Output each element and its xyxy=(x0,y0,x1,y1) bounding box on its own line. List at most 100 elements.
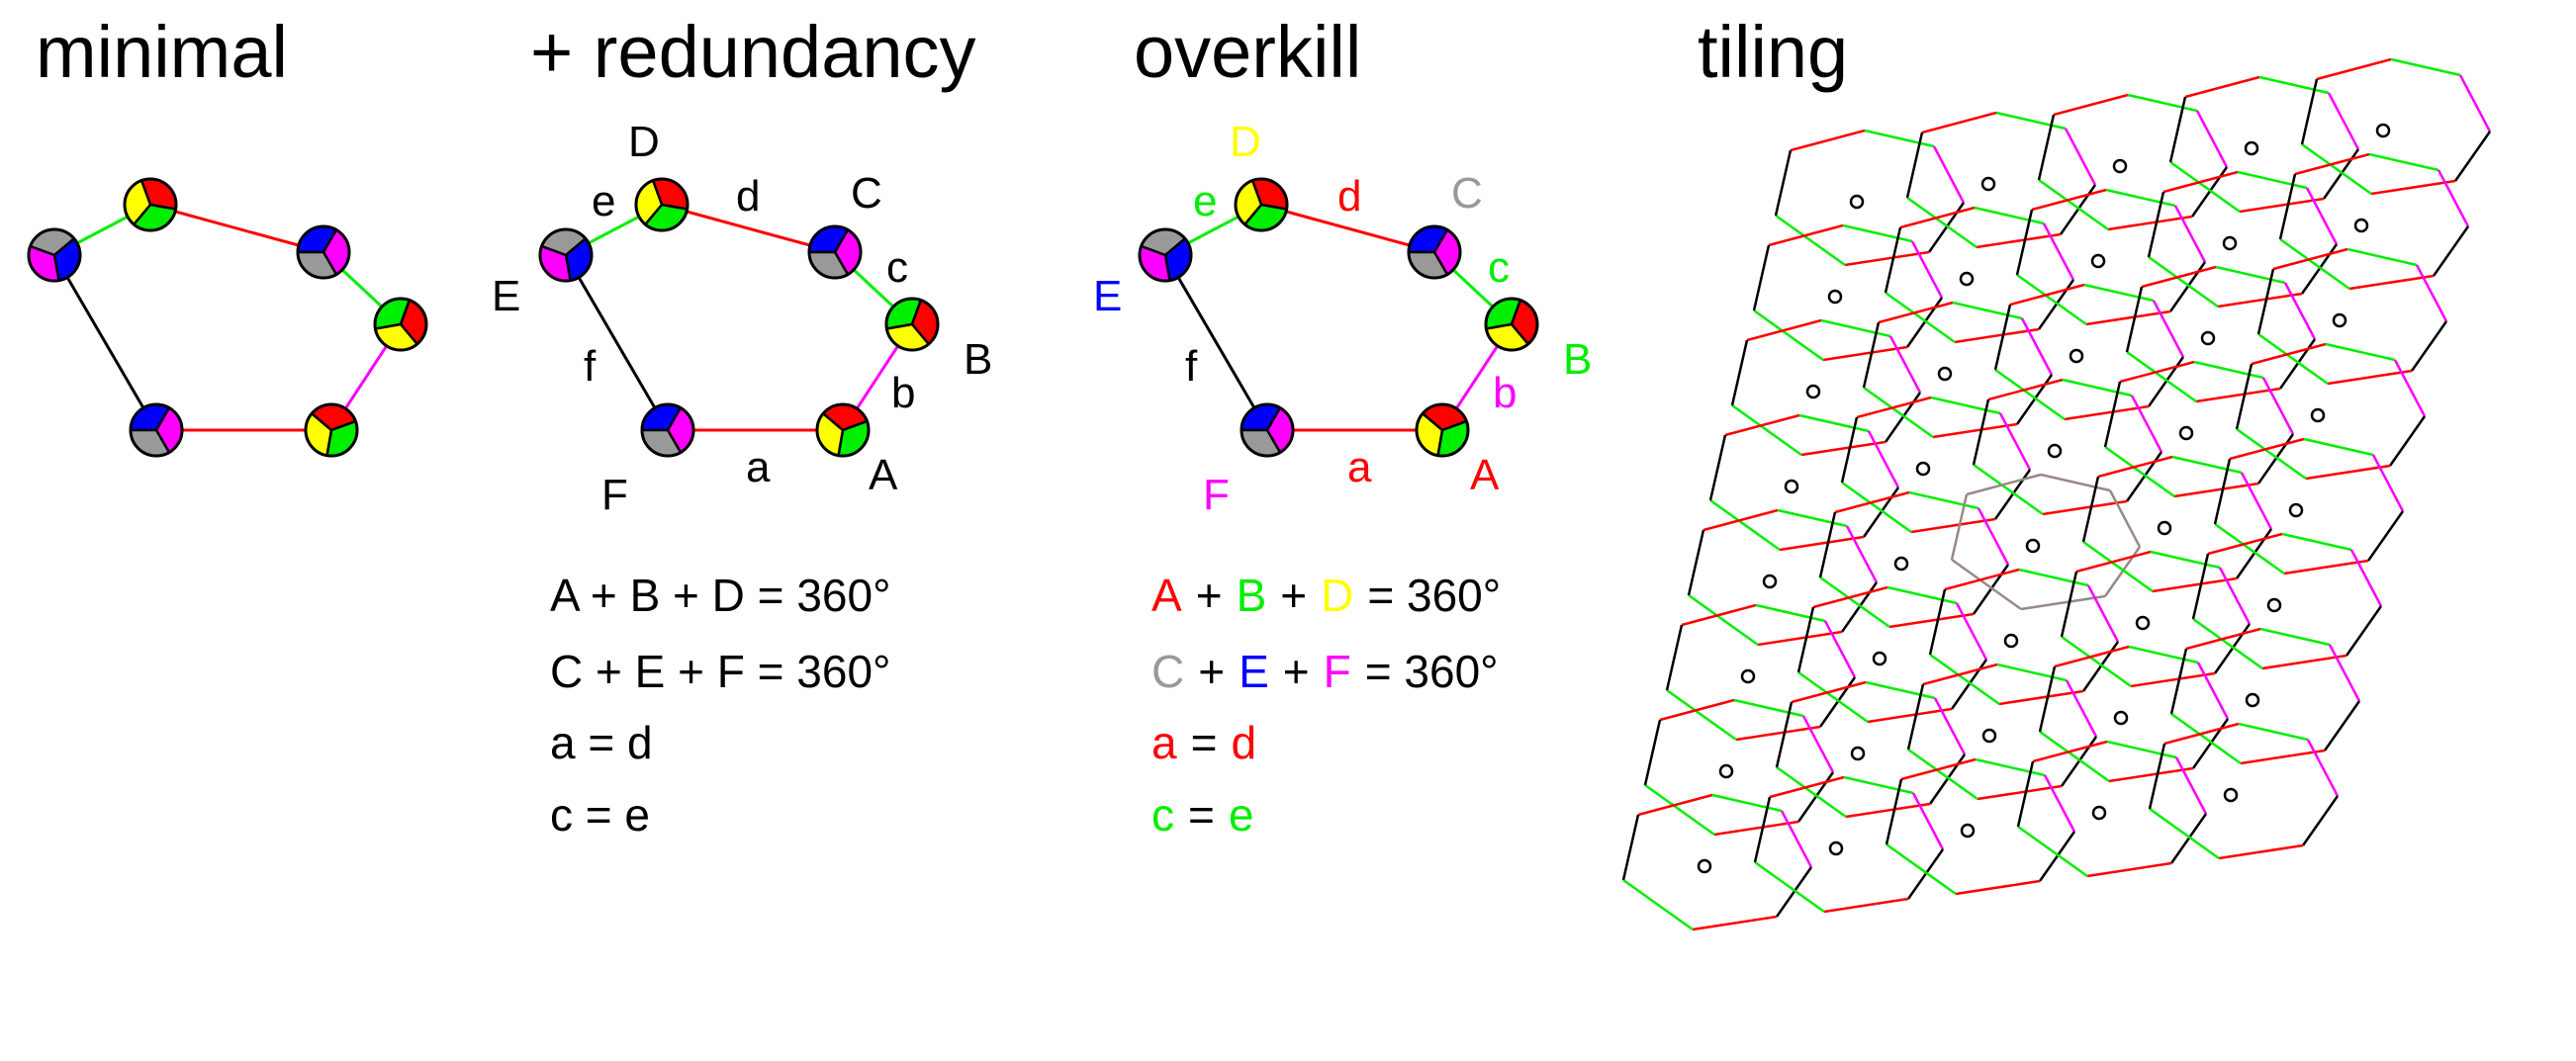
tile-edge xyxy=(1702,508,1779,532)
tile-center-dot xyxy=(2353,218,2369,233)
tile-edge xyxy=(1950,659,1988,710)
tile-edge xyxy=(2251,342,2327,366)
tile-edge xyxy=(2085,309,2171,326)
tile-center-dot xyxy=(1762,574,1778,589)
tile-edge xyxy=(2152,300,2185,358)
tile-edge xyxy=(1801,715,1835,773)
tile-center-dot xyxy=(1959,271,1975,287)
tile-edge xyxy=(2037,114,2056,181)
pie-outline xyxy=(27,227,82,283)
tile-edge xyxy=(1976,232,2062,249)
tile-edge xyxy=(1753,309,1824,362)
tile-edge xyxy=(1796,771,1835,823)
tile-edge xyxy=(2147,191,2165,258)
edge-label-e-colored: e xyxy=(1193,177,1217,225)
tile-edge xyxy=(1823,620,1857,678)
tile-edge xyxy=(2305,464,2391,481)
tile-edge xyxy=(1885,291,1956,344)
tile-edge xyxy=(1709,498,1781,552)
tile-center-dot xyxy=(1915,461,1931,477)
tile-edge xyxy=(1975,757,2046,777)
tile-edge xyxy=(2103,381,2122,448)
tile-edge xyxy=(1841,481,1912,534)
tile-edge xyxy=(1724,413,1800,437)
tile-center-dot xyxy=(2178,425,2194,441)
tile-edge xyxy=(1755,603,1826,623)
tile-edge xyxy=(2168,261,2207,312)
tile-edge xyxy=(2149,807,2220,860)
tile-edge xyxy=(2390,57,2461,77)
tile-edge xyxy=(1932,145,1966,204)
tile-edge xyxy=(2294,152,2370,176)
tile-edge xyxy=(2039,730,2110,783)
tile-edge xyxy=(1905,132,1924,199)
tile-edge xyxy=(1775,866,1813,918)
tile-edge xyxy=(1998,412,2032,471)
tile-edge xyxy=(2082,540,2154,593)
tile-edge xyxy=(1884,392,1922,443)
tile-edge xyxy=(1955,879,2041,896)
tile-edge xyxy=(1865,680,1936,700)
pie-outline xyxy=(1138,227,1193,283)
tile-edge xyxy=(1927,202,1966,253)
tile-edge xyxy=(2192,617,2263,670)
edge-label-d-colored: d xyxy=(1337,172,1361,221)
tile-edge xyxy=(1906,848,1945,900)
tile-edge xyxy=(2141,265,2217,289)
eq2-term-F: F xyxy=(1324,646,1351,697)
pentagon-overkill xyxy=(1138,177,1539,458)
tile-edge xyxy=(1878,301,1954,324)
tile-edge xyxy=(2217,292,2303,309)
tile-edge xyxy=(1774,149,1793,217)
tile-center-dot xyxy=(2090,253,2106,269)
tile-edge xyxy=(1906,683,1925,751)
tile-edge xyxy=(1911,792,1945,850)
vertex-A xyxy=(1415,402,1470,458)
overkill-equations: A+B+D= 360° C+E+F= 360° a=d c=e xyxy=(1151,570,1501,840)
tile-edge xyxy=(1842,223,1913,243)
vertex-A xyxy=(304,402,359,458)
tile-center-dot xyxy=(1849,194,1865,210)
tile-edge xyxy=(1910,517,1996,534)
pie-outline xyxy=(640,402,695,458)
tile-center-dot xyxy=(2113,710,2129,726)
tile-edge xyxy=(1820,318,1891,338)
vertex-F xyxy=(640,402,695,458)
tile-edge xyxy=(2235,363,2254,430)
tile-center-dot xyxy=(1893,556,1909,572)
title-overkill: overkill xyxy=(1134,11,1361,93)
tile-edge xyxy=(2009,283,2085,307)
tile-edge xyxy=(1921,111,1997,134)
tile xyxy=(1840,396,2032,534)
tile-center-dot xyxy=(2003,633,2019,649)
tile-edge xyxy=(2196,662,2230,720)
tile-edge xyxy=(2410,320,2448,372)
tile-edge xyxy=(2272,247,2348,271)
eq3-lhs: a xyxy=(1151,717,1177,768)
tile-edge xyxy=(2218,567,2252,625)
tile-edge xyxy=(2042,499,2128,516)
eq1-term-A: A xyxy=(1151,570,1182,621)
tile-edge xyxy=(2371,454,2405,512)
edge-label-f: f xyxy=(584,342,597,391)
tile-edge xyxy=(1972,398,1990,466)
vertex-label-D-colored: D xyxy=(1230,118,1261,166)
tile-center-dot xyxy=(2244,140,2259,156)
eq4-rhs: e xyxy=(1229,789,1254,840)
tile-center-dot xyxy=(2025,538,2041,554)
pie-outline xyxy=(304,402,359,458)
tile xyxy=(2191,532,2383,670)
tile-edge xyxy=(2366,510,2405,562)
tile-edge xyxy=(2236,427,2307,481)
vertex-E xyxy=(1138,227,1193,283)
tile-edge xyxy=(1867,430,1900,488)
tile xyxy=(1950,473,2142,611)
tile xyxy=(1643,698,1835,837)
pie-outline xyxy=(634,177,690,232)
tile-edge xyxy=(2235,528,2273,579)
tile-edge xyxy=(2119,360,2195,384)
tile-edge xyxy=(2059,184,2097,235)
tile-edge xyxy=(2323,700,2361,752)
tile-edge xyxy=(2018,568,2089,587)
tile-edge xyxy=(2207,532,2283,556)
